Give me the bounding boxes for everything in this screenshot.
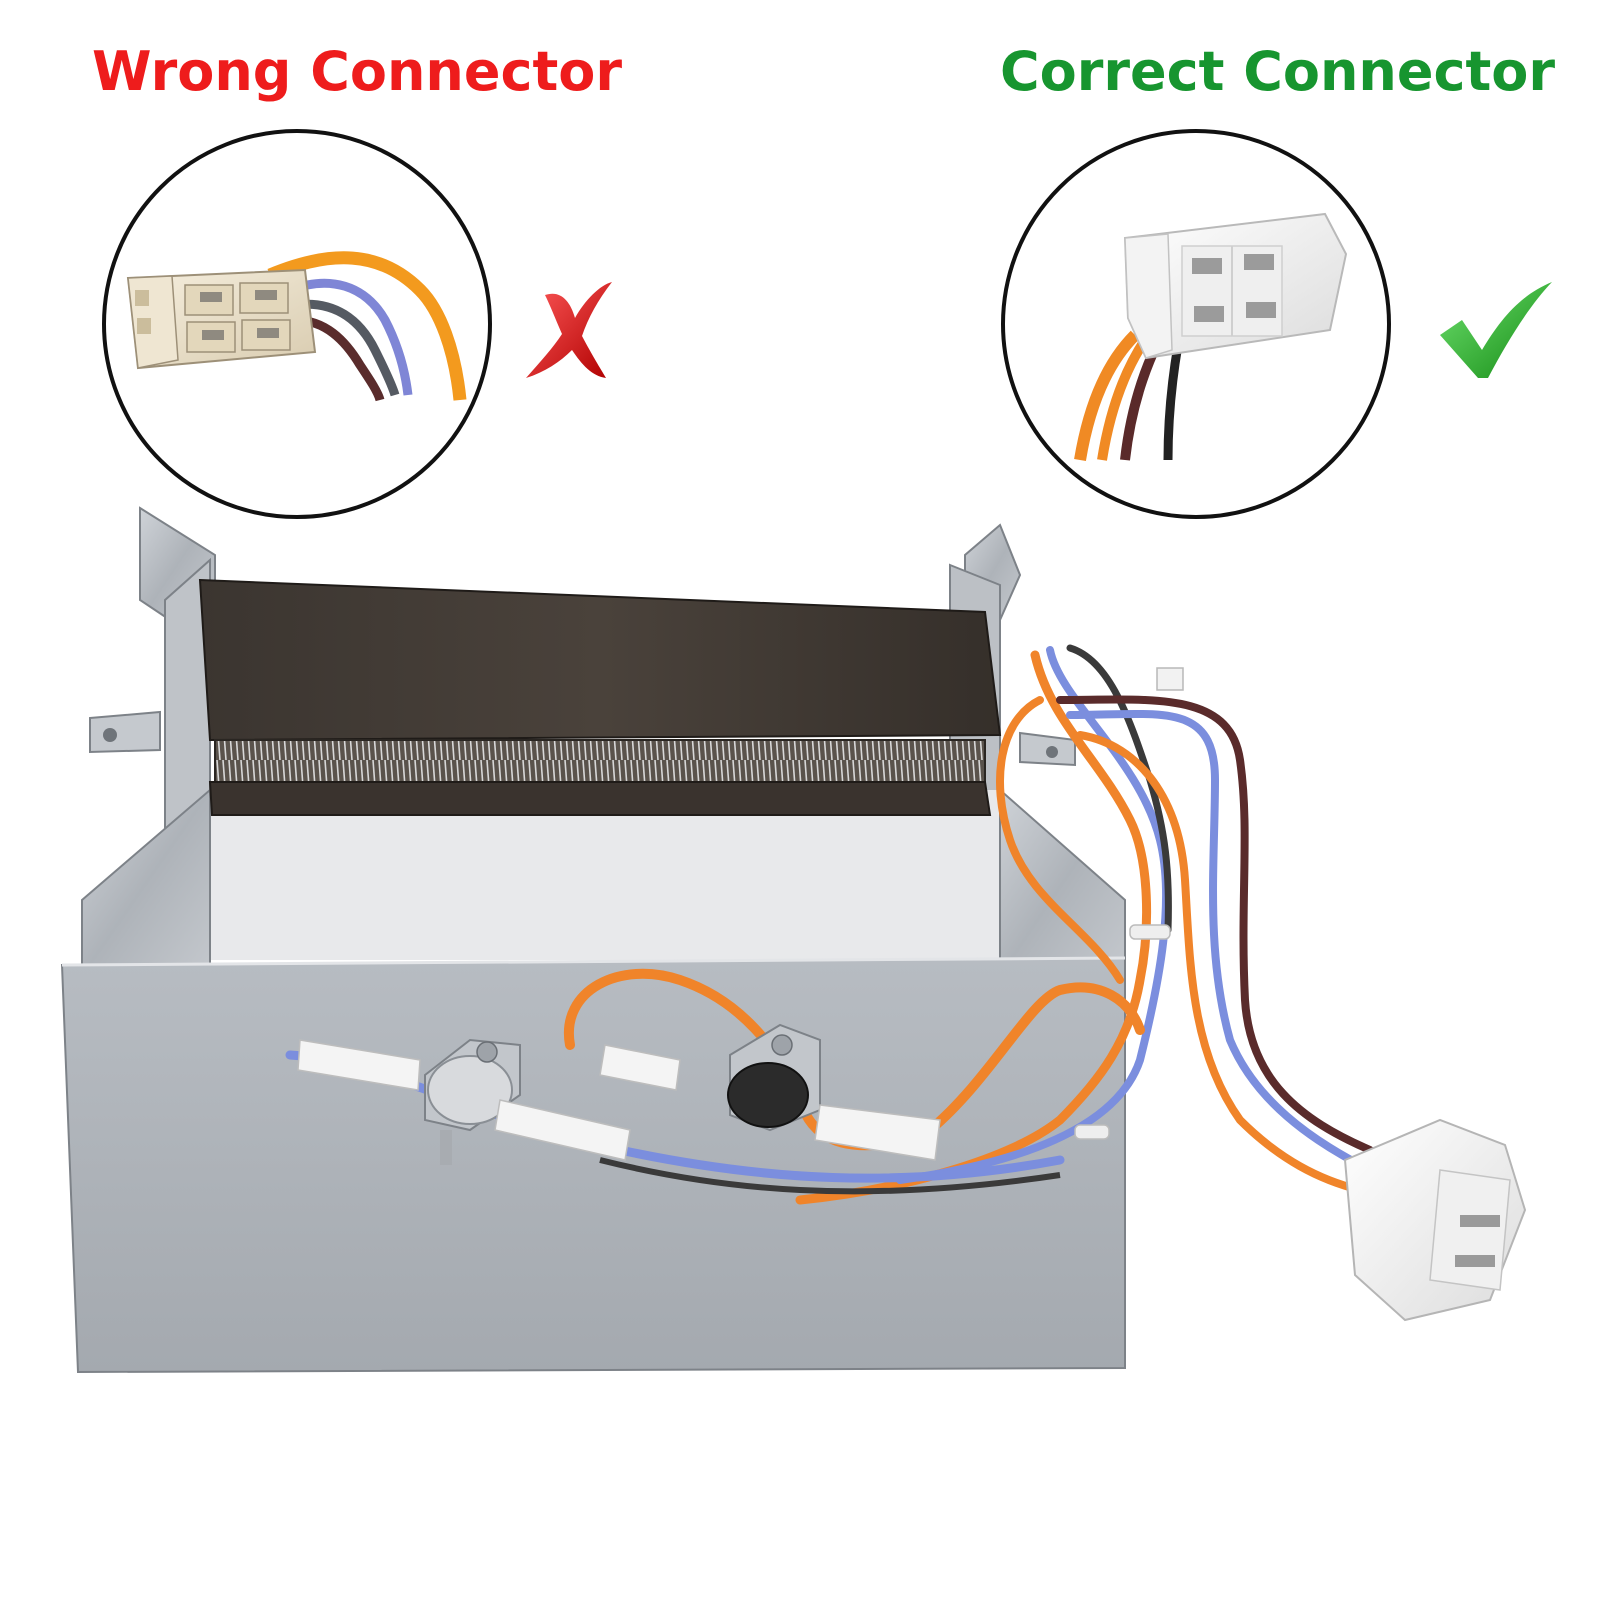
correct-connector-photo bbox=[1074, 212, 1348, 461]
heater-top-panel bbox=[198, 578, 1002, 742]
thermostat-left bbox=[424, 1038, 521, 1165]
correct-connector-heading: Correct Connector bbox=[1000, 40, 1556, 103]
wrong-connector-block bbox=[126, 268, 317, 370]
wrong-connector-inset bbox=[102, 129, 492, 519]
correct-connector-inset bbox=[1001, 129, 1391, 519]
correct-connector-block bbox=[1123, 212, 1348, 360]
thermostat-right bbox=[727, 1023, 821, 1132]
check-mark-icon bbox=[1440, 282, 1552, 378]
wrong-connector-photo bbox=[126, 251, 467, 402]
harness-connector bbox=[1343, 1118, 1527, 1322]
wiring-harness bbox=[795, 644, 1374, 1205]
wrong-connector-heading: Wrong Connector bbox=[92, 40, 623, 103]
heater-assembly bbox=[60, 506, 1527, 1374]
heating-coil bbox=[214, 739, 986, 783]
cross-mark-icon bbox=[526, 282, 612, 378]
